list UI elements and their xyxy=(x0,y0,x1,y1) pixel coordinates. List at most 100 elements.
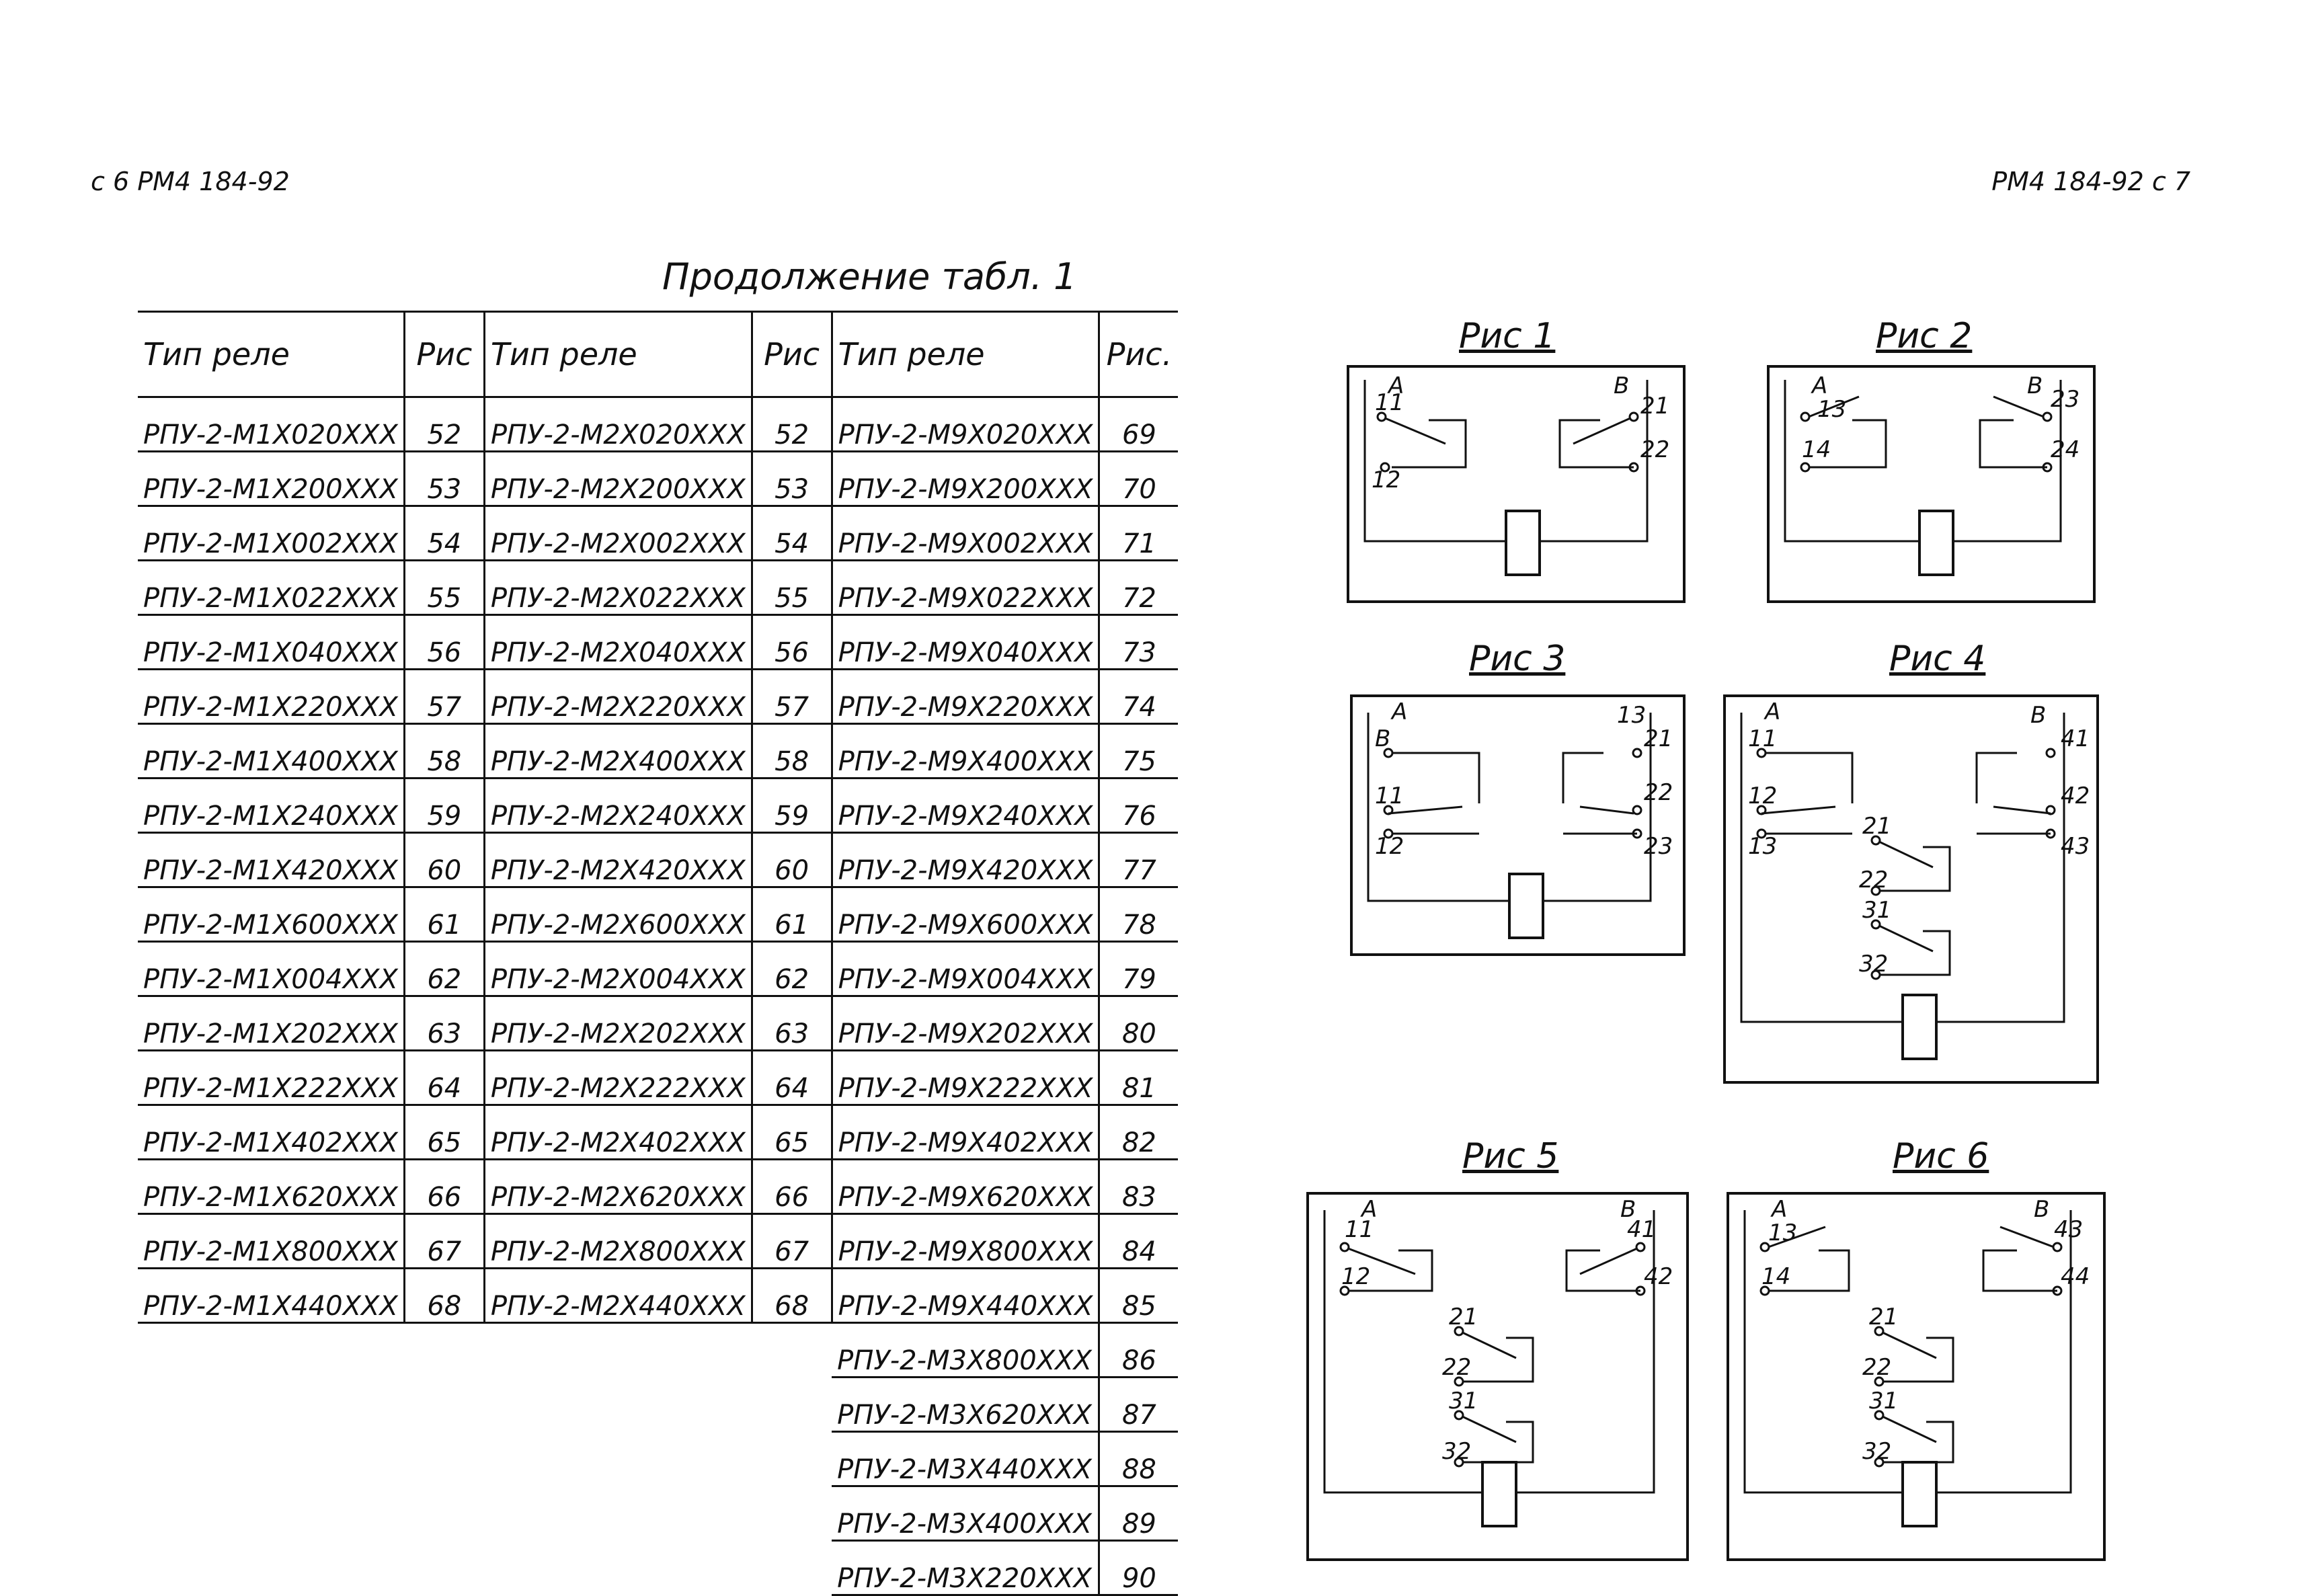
figure-number-cell: 85 xyxy=(1099,1268,1179,1324)
relay-type-cell: РПУ-2-М2Х202ХХХ xyxy=(484,996,753,1051)
relay-type-cell: РПУ-2-М9Х800ХХХ xyxy=(832,1213,1101,1269)
figure-number-cell: 62 xyxy=(752,941,833,997)
figure-number-cell: 64 xyxy=(752,1050,833,1106)
figure-number-cell: 89 xyxy=(1099,1486,1179,1542)
figure-number-cell: 75 xyxy=(1099,723,1179,779)
figure-number-cell: 73 xyxy=(1099,614,1179,670)
relay-type-cell: РПУ-2-М1Х002ХХХ xyxy=(138,506,405,561)
terminal-label: B xyxy=(2034,1196,2049,1223)
figure-number-cell: 58 xyxy=(752,723,833,779)
figure-number-cell xyxy=(752,1378,832,1432)
relay-type-cell xyxy=(484,1541,752,1595)
figure-number-cell: 59 xyxy=(404,778,485,834)
figure-1-diagram: A B 11 12 21 22 xyxy=(1347,365,1686,603)
figure-number-cell: 59 xyxy=(752,778,833,834)
figure-number-cell: 60 xyxy=(752,832,833,888)
terminal-label: 12 xyxy=(1748,783,1777,809)
figure-number-cell: 57 xyxy=(404,669,485,725)
figure-number-cell: 52 xyxy=(404,397,485,452)
relay-type-cell xyxy=(484,1432,752,1486)
relay-type-cell: РПУ-2-М2Х004ХХХ xyxy=(484,941,753,997)
relay-type-cell: РПУ-2-М2Х200ХХХ xyxy=(484,451,753,507)
figure-number-cell: 52 xyxy=(752,397,833,452)
relay-type-cell xyxy=(484,1378,752,1432)
figure-3-diagram: A B 11 12 13 21 22 23 xyxy=(1350,694,1686,956)
figure-number-cell: 54 xyxy=(752,506,833,561)
figure-3-title: Рис 3 xyxy=(1469,639,1566,679)
terminal-label: 41 xyxy=(1627,1216,1656,1243)
figure-number-cell xyxy=(752,1323,832,1378)
terminal-label: 41 xyxy=(2061,725,2090,752)
figure-number-cell: 60 xyxy=(404,832,485,888)
figure-number-cell xyxy=(404,1432,484,1486)
figure-number-cell: 62 xyxy=(404,941,485,997)
relay-type-cell: РПУ-2-М9Х004ХХХ xyxy=(832,941,1101,997)
relay-type-cell: РПУ-2-М1Х440ХХХ xyxy=(138,1268,405,1324)
figure-number-cell: 90 xyxy=(1099,1540,1179,1596)
relay-type-cell: РПУ-2-М9Х420ХХХ xyxy=(832,832,1101,888)
relay-type-cell: РПУ-2-М1Х040ХХХ xyxy=(138,614,405,670)
relay-type-cell: РПУ-2-М3Х220ХХХ xyxy=(832,1540,1101,1596)
relay-type-cell: РПУ-2-М1Х202ХХХ xyxy=(138,996,405,1051)
table-header-row: Тип реле Рис Тип реле Рис Тип реле Рис. xyxy=(138,311,1179,398)
relay-type-cell xyxy=(138,1432,404,1486)
relay-type-cell: РПУ-2-М2Х002ХХХ xyxy=(484,506,753,561)
page-number-left: с 6 РМ4 184-92 xyxy=(91,167,290,196)
terminal-label: 42 xyxy=(1644,1263,1673,1290)
relay-type-cell: РПУ-2-М9Х400ХХХ xyxy=(832,723,1101,779)
terminal-label: 32 xyxy=(1442,1438,1471,1465)
terminal-label: 22 xyxy=(1862,1354,1891,1381)
terminal-label: 44 xyxy=(2061,1263,2090,1290)
figure-6-diagram: A B 13 14 43 44 21 22 31 32 xyxy=(1727,1192,2106,1561)
terminal-label: 21 xyxy=(1869,1304,1898,1330)
relay-type-cell: РПУ-2-М1Х400ХХХ xyxy=(138,723,405,779)
terminal-label: 14 xyxy=(1761,1263,1790,1290)
relay-type-cell: РПУ-2-М2Х020ХХХ xyxy=(484,397,753,452)
figure-number-cell xyxy=(752,1486,832,1541)
relay-type-cell: РПУ-2-М9Х620ХХХ xyxy=(832,1159,1101,1215)
relay-type-cell: РПУ-2-М9Х020ХХХ xyxy=(832,397,1101,452)
relay-type-cell: РПУ-2-М2Х420ХХХ xyxy=(484,832,753,888)
terminal-label: 22 xyxy=(1442,1354,1471,1381)
terminal-label: 12 xyxy=(1372,467,1400,493)
terminal-label: 12 xyxy=(1375,833,1404,860)
figure-number-cell: 58 xyxy=(404,723,485,779)
figure-number-cell: 78 xyxy=(1099,887,1179,943)
figure-number-cell: 64 xyxy=(404,1050,485,1106)
terminal-label: B xyxy=(2030,702,2046,729)
relay-type-cell: РПУ-2-М9Х600ХХХ xyxy=(832,887,1101,943)
terminal-label: 21 xyxy=(1862,813,1891,840)
relay-type-cell: РПУ-2-М2Х620ХХХ xyxy=(484,1159,753,1215)
relay-type-cell: РПУ-2-М1Х200ХХХ xyxy=(138,451,405,507)
relay-type-cell: РПУ-2-М2Х040ХХХ xyxy=(484,614,753,670)
terminal-label: 23 xyxy=(2051,386,2079,413)
figure-4-diagram: A B 11 12 13 41 42 43 21 22 31 32 xyxy=(1723,694,2099,1084)
terminal-label: 13 xyxy=(1768,1220,1797,1246)
figure-number-cell: 65 xyxy=(404,1105,485,1160)
column-header-figure: Рис xyxy=(404,311,485,398)
figure-number-cell: 88 xyxy=(1099,1431,1179,1487)
figure-number-cell: 71 xyxy=(1099,506,1179,561)
terminal-label: A xyxy=(1390,699,1407,725)
figure-number-cell: 82 xyxy=(1099,1105,1179,1160)
terminal-label: A xyxy=(1360,1196,1377,1223)
figure-number-cell xyxy=(404,1486,484,1541)
terminal-label: 43 xyxy=(2054,1216,2083,1243)
relay-type-cell xyxy=(138,1378,404,1432)
relay-type-cell: РПУ-2-М9Х222ХХХ xyxy=(832,1050,1101,1106)
terminal-label: 12 xyxy=(1341,1263,1370,1290)
relay-type-cell: РПУ-2-М1Х022ХХХ xyxy=(138,560,405,616)
terminal-label: 13 xyxy=(1617,702,1646,729)
figure-number-cell xyxy=(752,1432,832,1486)
relay-type-cell: РПУ-2-М1Х020ХХХ xyxy=(138,397,405,452)
